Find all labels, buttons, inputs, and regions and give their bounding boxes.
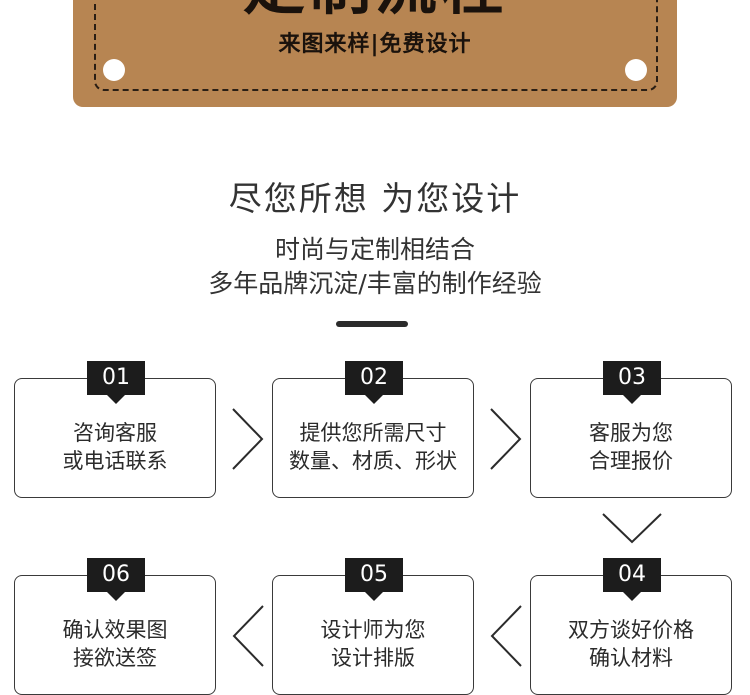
divider — [336, 321, 408, 327]
step-02-line-2: 数量、材质、形状 — [289, 449, 457, 473]
step-05-number: 05 — [345, 558, 403, 592]
step-03-number-pointer — [623, 395, 641, 404]
step-04-line-2: 确认材料 — [589, 646, 673, 670]
chevron-down-icon — [602, 513, 662, 544]
step-05-line-2: 设计排版 — [331, 646, 415, 670]
step-02-line-1: 提供您所需尺寸 — [299, 421, 447, 445]
chevron-left-icon — [232, 605, 264, 667]
chevron-right-icon — [232, 408, 264, 470]
banner-dashed-border — [94, 0, 658, 91]
banner-hole-right — [625, 59, 647, 81]
chevron-right-icon — [490, 408, 522, 470]
step-06-line-1: 确认效果图 — [62, 618, 168, 642]
step-04-number-pointer — [623, 592, 641, 601]
step-06-number: 06 — [87, 558, 145, 592]
step-03-line-1: 客服为您 — [589, 421, 673, 445]
step-06-line-2: 接欲送签 — [73, 646, 157, 670]
step-01-line-1: 咨询客服 — [73, 421, 157, 445]
step-04-line-1: 双方谈好价格 — [568, 618, 694, 642]
step-04-number: 04 — [603, 558, 661, 592]
step-05-line-1: 设计师为您 — [320, 618, 426, 642]
banner-title: 定制流程 — [0, 0, 750, 22]
chevron-left-icon — [490, 605, 522, 667]
step-02-number-pointer — [365, 395, 383, 404]
step-01-number: 01 — [87, 361, 145, 395]
slogan-headline: 尽您所想 为您设计 — [228, 179, 522, 218]
slogan-line-2: 多年品牌沉淀/丰富的制作经验 — [208, 269, 542, 298]
banner-subtitle: 来图来样|免费设计 — [278, 32, 472, 57]
step-01-number-pointer — [107, 395, 125, 404]
step-02-number: 02 — [345, 361, 403, 395]
step-06-number-pointer — [107, 592, 125, 601]
step-03-number: 03 — [603, 361, 661, 395]
slogan-line-1: 时尚与定制相结合 — [274, 235, 475, 264]
step-card-03: 客服为您 合理报价 — [530, 378, 732, 498]
step-05-number-pointer — [365, 592, 383, 601]
banner-hole-left — [103, 59, 125, 81]
step-01-line-2: 或电话联系 — [62, 449, 168, 473]
step-03-line-2: 合理报价 — [589, 449, 673, 473]
